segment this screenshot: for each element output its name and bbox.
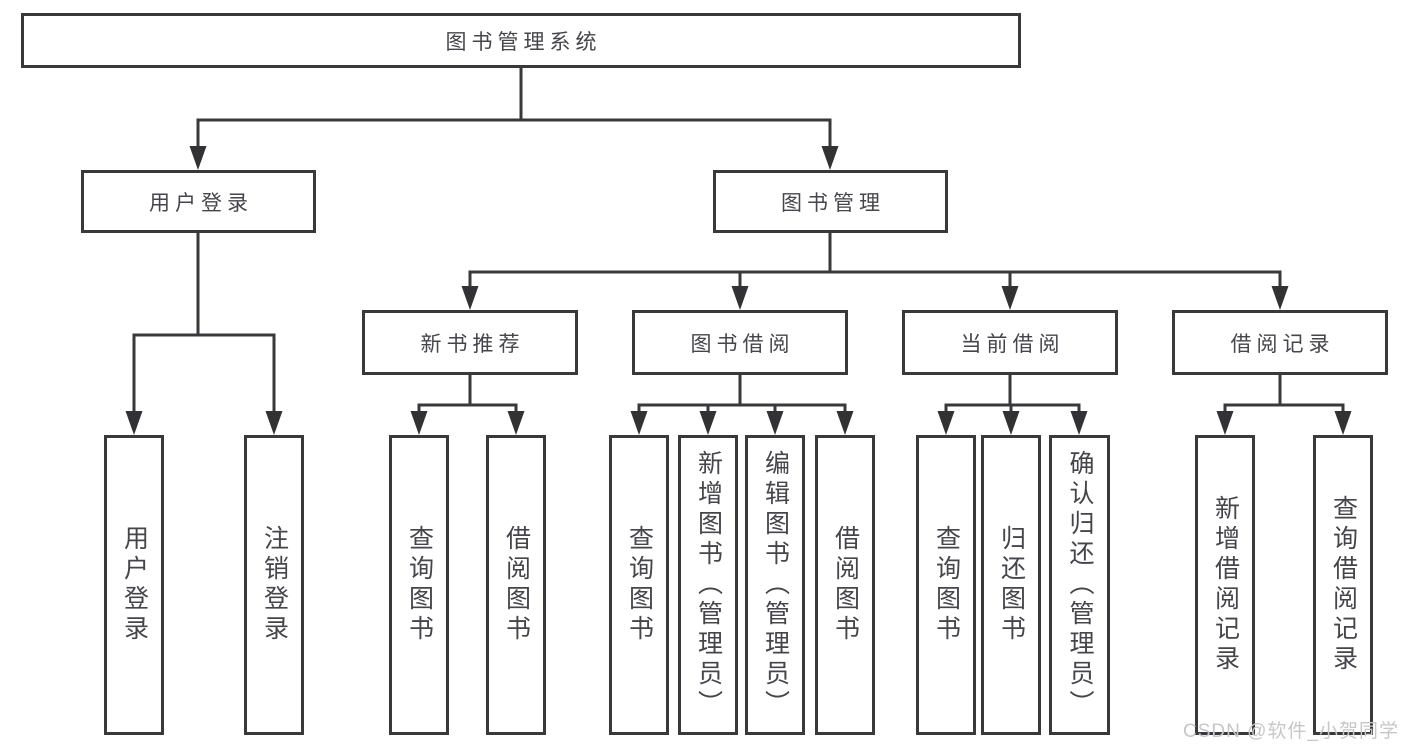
node-new-book-recommend: 新书推荐: [362, 310, 578, 375]
node-leaf-return-book: 归还图书: [981, 435, 1041, 735]
node-book-management: 图书管理: [713, 170, 948, 233]
node-leaf-query-book-current: 查询图书: [916, 435, 976, 735]
node-label: 图书管理系统: [445, 30, 602, 54]
node-leaf-confirm-return-admin: 确认归还（管理员）: [1049, 435, 1110, 735]
connector-userlogin-to-leaves: [125, 232, 283, 435]
connector-currentborrow-to-leaves: [937, 375, 1088, 435]
node-label: 图书管理: [781, 191, 885, 215]
node-label: 查询图书: [405, 525, 434, 645]
node-label: 用户登录: [149, 191, 253, 215]
node-leaf-borrow-book-recommend: 借阅图书: [486, 435, 546, 735]
connector-borrowrecords-to-leaves: [1216, 375, 1352, 435]
node-label: 查询图书: [625, 525, 654, 645]
node-leaf-logout: 注销登录: [244, 435, 304, 735]
node-label: 查询图书: [932, 525, 961, 645]
csdn-watermark: CSDN @软件_小贺同学: [1183, 721, 1399, 742]
node-book-borrow: 图书借阅: [632, 310, 848, 375]
node-library-system: 图书管理系统: [21, 13, 1021, 68]
node-label: 用户登录: [120, 525, 149, 645]
node-label: 新增图书（管理员）: [694, 450, 723, 720]
node-user-login: 用户登录: [81, 170, 316, 233]
node-leaf-query-borrow-record: 查询借阅记录: [1313, 435, 1373, 735]
node-label: 借阅图书: [502, 525, 531, 645]
node-label: 归还图书: [997, 525, 1026, 645]
connector-bookborrow-to-leaves: [630, 375, 854, 435]
node-label: 借阅图书: [831, 525, 860, 645]
node-leaf-edit-book-admin: 编辑图书（管理员）: [745, 435, 805, 735]
node-leaf-user-login: 用户登录: [104, 435, 164, 735]
node-leaf-query-book-borrow: 查询图书: [609, 435, 669, 735]
node-label: 借阅记录: [1230, 332, 1335, 356]
node-borrow-records: 借阅记录: [1172, 310, 1388, 375]
node-label: 查询借阅记录: [1329, 495, 1358, 675]
node-current-borrow: 当前借阅: [902, 310, 1118, 375]
node-label: 编辑图书（管理员）: [761, 450, 790, 720]
node-leaf-add-book-admin: 新增图书（管理员）: [678, 435, 738, 735]
connector-root-to-level2: [189, 68, 839, 170]
node-label: 图书借阅: [690, 332, 795, 356]
node-label: 新书推荐: [420, 332, 525, 356]
node-leaf-borrow-book: 借阅图书: [815, 435, 875, 735]
node-leaf-query-book-recommend: 查询图书: [389, 435, 449, 735]
connector-newbook-to-leaves: [410, 375, 525, 435]
node-label: 确认归还（管理员）: [1066, 450, 1094, 720]
node-label: 注销登录: [260, 525, 289, 645]
node-label: 当前借阅: [960, 332, 1065, 356]
node-leaf-add-borrow-record: 新增借阅记录: [1195, 435, 1255, 735]
connector-bookmgmt-to-level3: [461, 232, 1289, 310]
node-label: 新增借阅记录: [1211, 495, 1240, 675]
